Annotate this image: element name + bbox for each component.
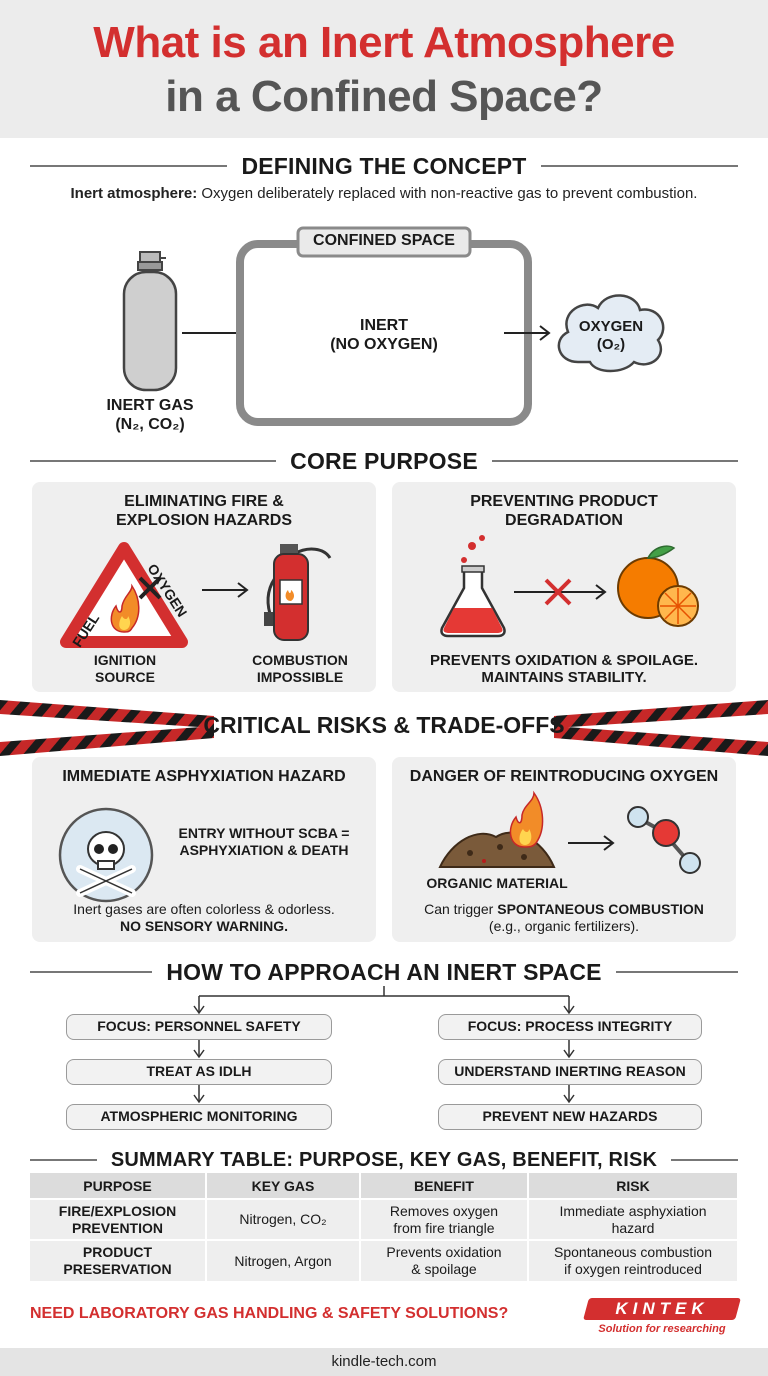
- section-heading-risks: CRITICAL RISKS & TRADE-OFFS: [203, 712, 565, 738]
- approach-flow-connectors: [193, 986, 575, 1104]
- title-band: What is an Inert Atmosphere in a Confine…: [0, 0, 768, 138]
- definition-text: Inert atmosphere: Oxygen deliberately re…: [70, 185, 698, 202]
- card-asphyxiation: IMMEDIATE ASPHYXIATION HAZARD ENTRY WITH…: [32, 757, 376, 942]
- inert-label: INERT(NO OXYGEN): [330, 317, 438, 353]
- table-header: BENEFIT: [360, 1173, 529, 1199]
- card-reintro-title: DANGER OF REINTRODUCING OXYGEN: [409, 768, 719, 785]
- table-cell: Prevents oxidation& spoilage: [360, 1239, 529, 1281]
- fire-extinguisher-icon: [264, 544, 332, 641]
- section-heading-summary: SUMMARY TABLE: PURPOSE, KEY GAS, BENEFIT…: [30, 1145, 738, 1175]
- table-header: RISK: [528, 1173, 739, 1199]
- scba-warning: ENTRY WITHOUT SCBA =ASPHYXIATION & DEATH: [178, 825, 350, 858]
- approach-right-step-2: UNDERSTAND INERTING REASON: [438, 1059, 702, 1085]
- cta-text: NEED LABORATORY GAS HANDLING & SAFETY SO…: [30, 1305, 509, 1322]
- flask-icon: [440, 535, 506, 638]
- section-heading-defining: DEFINING THE CONCEPT: [30, 151, 738, 181]
- gas-cylinder-icon: [122, 251, 178, 392]
- arrow-icon: [504, 325, 551, 341]
- card-reintroducing-oxygen: DANGER OF REINTRODUCING OXYGEN ORGANIC M…: [392, 757, 736, 942]
- table-cell: Nitrogen, Argon: [206, 1239, 361, 1281]
- confined-space-label: CONFINED SPACE: [313, 232, 455, 249]
- skull-crossbones-icon: [58, 807, 154, 903]
- arrow-blocked-icon: [514, 578, 607, 606]
- reintro-note: Can trigger SPONTANEOUS COMBUSTION(e.g.,…: [424, 901, 704, 934]
- fire-triangle-icon: [60, 542, 188, 648]
- approach-right-step-3: PREVENT NEW HAZARDS: [438, 1104, 702, 1130]
- section-heading-approach: HOW TO APPROACH AN INERT SPACE: [30, 957, 739, 987]
- approach-left-step-1: FOCUS: PERSONNEL SAFETY: [66, 1014, 332, 1040]
- table-header-row: PURPOSE KEY GAS BENEFIT RISK: [30, 1173, 739, 1199]
- organic-material-label: ORGANIC MATERIAL: [426, 875, 568, 891]
- oxygen-cloud-icon: [557, 294, 665, 373]
- table-cell: Nitrogen, CO₂: [206, 1198, 361, 1240]
- asphyxiation-note: Inert gases are often colorless & odorle…: [73, 901, 335, 934]
- flame-icon: [509, 790, 544, 848]
- footer-url[interactable]: kindle-tech.com: [0, 1348, 768, 1376]
- card-fire-hazards: ELIMINATING FIRE &EXPLOSION HAZARDS FUEL…: [32, 482, 376, 692]
- arrow-icon: [202, 582, 249, 598]
- section-heading-core: CORE PURPOSE: [30, 446, 738, 476]
- page-title-line2: in a Confined Space?: [165, 72, 603, 121]
- caution-tape-right: [554, 700, 768, 756]
- caution-tape-left: [0, 700, 214, 756]
- approach-left-step-2: TREAT AS IDLH: [66, 1059, 332, 1085]
- approach-right-step-1: FOCUS: PROCESS INTEGRITY: [438, 1014, 702, 1040]
- table-header: PURPOSE: [30, 1173, 207, 1199]
- summary-table: PURPOSE KEY GAS BENEFIT RISK FIRE/EXPLOS…: [30, 1173, 739, 1281]
- oxygen-molecule-icon: [627, 806, 701, 874]
- arrow-icon: [568, 835, 615, 851]
- card-fire-title: ELIMINATING FIRE &EXPLOSION HAZARDS: [115, 493, 292, 529]
- inert-gas-label: INERT GAS(N₂, CO₂): [106, 397, 194, 433]
- approach-left-step-3: ATMOSPHERIC MONITORING: [66, 1104, 332, 1130]
- card-asphyxiation-title: IMMEDIATE ASPHYXIATION HAZARD: [62, 768, 346, 785]
- brand-tagline: Solution for researching: [598, 1323, 726, 1335]
- brand-name: KINTEK: [615, 1299, 709, 1318]
- confined-space-diagram: [122, 226, 665, 426]
- product-caption: PREVENTS OXIDATION & SPOILAGE.MAINTAINS …: [429, 652, 699, 686]
- orange-icon: [617, 545, 699, 627]
- table-header: KEY GAS: [206, 1173, 361, 1199]
- page-title-line1: What is an Inert Atmosphere: [93, 18, 675, 67]
- oxygen-label: OXYGEN(O₂): [578, 318, 644, 353]
